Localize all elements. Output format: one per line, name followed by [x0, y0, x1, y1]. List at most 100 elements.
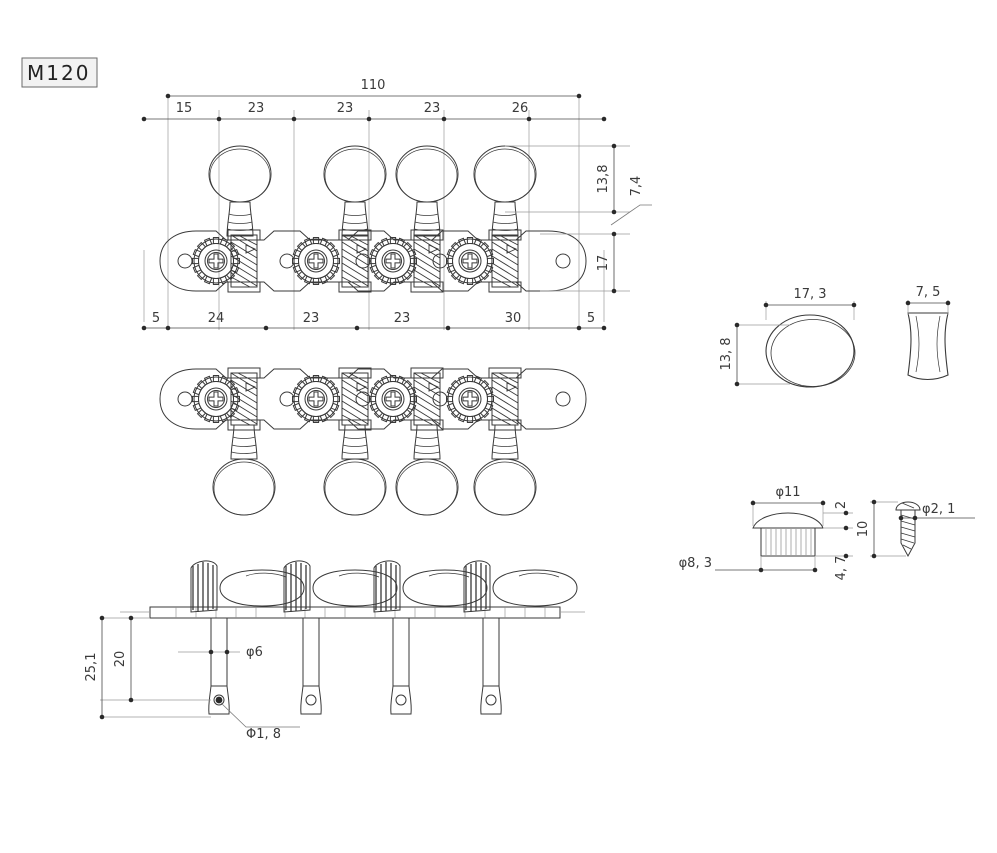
dim-screw-dia: φ2, 1 [898, 502, 975, 521]
title-block: M120 [21, 57, 98, 88]
dim-button-height: 13, 8 [719, 322, 790, 387]
mounting-hole [177, 253, 193, 269]
baseplate-edge [120, 606, 585, 619]
button-oval-detail [765, 314, 856, 388]
string-post-row [208, 617, 502, 715]
dim-seg-0: 15 [176, 101, 193, 116]
tuner-button [208, 145, 272, 203]
worm-gear [491, 234, 519, 288]
dim-right-vertical: 13,8 7,4 17 [505, 143, 652, 294]
dim-phi2-1-label: φ2, 1 [922, 502, 955, 517]
dim-17-label: 17 [596, 255, 611, 272]
tuner-button-side [492, 569, 578, 607]
dim-phi6-label: φ6 [246, 645, 263, 660]
mounting-hole [279, 253, 295, 269]
dim-bushing-head-h-label: 2 [834, 501, 849, 509]
dim-13-8-detail-label: 13, 8 [719, 337, 734, 370]
side-knob-row [190, 560, 578, 613]
string-post [300, 617, 322, 715]
tuner-button [473, 145, 537, 203]
gear-side-profile [463, 560, 491, 613]
dim-seg-1: 23 [248, 101, 265, 116]
dim-bushing-shaft-dia: φ8, 3 [679, 556, 818, 573]
dim-7-5-label: 7, 5 [916, 285, 941, 300]
tuner-stem [491, 201, 519, 237]
dim-bseg-1: 24 [208, 311, 225, 326]
gear-wheel [446, 237, 494, 285]
gear-wheel [369, 237, 417, 285]
dim-button-side-width: 7, 5 [905, 285, 951, 315]
gear-side-profile [190, 560, 218, 613]
dim-phi1-8-label: Φ1, 8 [246, 727, 281, 742]
tuner-button [395, 145, 459, 203]
button-row-mirror [212, 458, 537, 516]
tuner-button [323, 145, 387, 203]
dim-button-width: 17, 3 [763, 287, 857, 320]
gear-wheel [292, 237, 340, 285]
dim-bushing-dia: φ11 [750, 485, 826, 526]
worm-gear [413, 372, 441, 426]
dim-top-segments: 15 23 23 23 26 [141, 101, 607, 122]
worm-gear [230, 234, 258, 288]
dim-side-vertical: 25,1 20 [84, 615, 211, 720]
dim-seg-2: 23 [337, 101, 354, 116]
gear-side-profile [373, 560, 401, 613]
dim-seg-4: 26 [512, 101, 529, 116]
screw-detail: 10 φ2, 1 [856, 499, 975, 559]
dim-screw-10-label: 10 [856, 521, 871, 538]
gear-row-top [192, 229, 522, 293]
dim-bseg-0: 5 [152, 311, 160, 326]
dim-20-label: 20 [113, 651, 128, 668]
dim-hole-dia: Φ1, 8 [220, 702, 300, 742]
dim-screw-length: 10 [856, 499, 906, 559]
button-side-detail: 7, 5 [905, 285, 951, 381]
tuner-button [212, 458, 276, 516]
dim-phi8-3-label: φ8, 3 [679, 556, 712, 571]
dim-bushing-heights: 2 4, 7 [815, 501, 853, 581]
button-front-detail: 17, 3 13, 8 [719, 287, 857, 388]
dim-bseg-4: 30 [505, 311, 522, 326]
dim-bseg-5: 5 [587, 311, 595, 326]
button-row-top [208, 145, 537, 203]
worm-gear [413, 234, 441, 288]
dim-13-8-label: 13,8 [596, 165, 611, 194]
worm-gear [230, 372, 258, 426]
worm-gear [341, 372, 369, 426]
dim-phi11-label: φ11 [775, 485, 800, 500]
title-label: M120 [27, 61, 90, 85]
dim-110-label: 110 [361, 78, 386, 93]
stem-row-mirror [230, 424, 519, 460]
gear-wheel [369, 375, 417, 423]
bushing-detail: φ11 φ8, 3 2 4, 7 [679, 485, 853, 580]
mirrored-plan-view [159, 367, 587, 516]
dim-25-1-label: 25,1 [84, 653, 99, 682]
dim-overall-110: 110 [165, 78, 582, 99]
tuner-stem [413, 201, 441, 237]
tuner-button-side [402, 569, 488, 607]
dim-post-dia: φ6 [178, 645, 263, 660]
tuner-stem [226, 201, 254, 237]
dim-bushing-shaft-h-label: 4, 7 [834, 556, 849, 581]
gear-side-profile [283, 560, 311, 613]
side-elevation-view: φ6 25,1 20 Φ1, 8 [84, 560, 585, 742]
string-post [480, 617, 502, 715]
gear-row-mirror [192, 367, 522, 431]
gear-wheel [292, 375, 340, 423]
mounting-hole [177, 391, 193, 407]
mounting-hole [555, 253, 571, 269]
string-hole-filled [215, 696, 223, 704]
tuner-button [395, 458, 459, 516]
tuner-button [323, 458, 387, 516]
tuner-button [473, 458, 537, 516]
string-post [390, 617, 412, 715]
worm-gear [341, 234, 369, 288]
dim-seg-3: 23 [424, 101, 441, 116]
dim-bseg-2: 23 [303, 311, 320, 326]
worm-gear [491, 372, 519, 426]
dim-bottom-segments: 5 24 23 23 30 5 [141, 311, 607, 331]
dim-bseg-3: 23 [394, 311, 411, 326]
tuner-button-side [312, 569, 398, 607]
dim-7-4-label: 7,4 [629, 176, 644, 197]
mounting-hole [279, 391, 295, 407]
